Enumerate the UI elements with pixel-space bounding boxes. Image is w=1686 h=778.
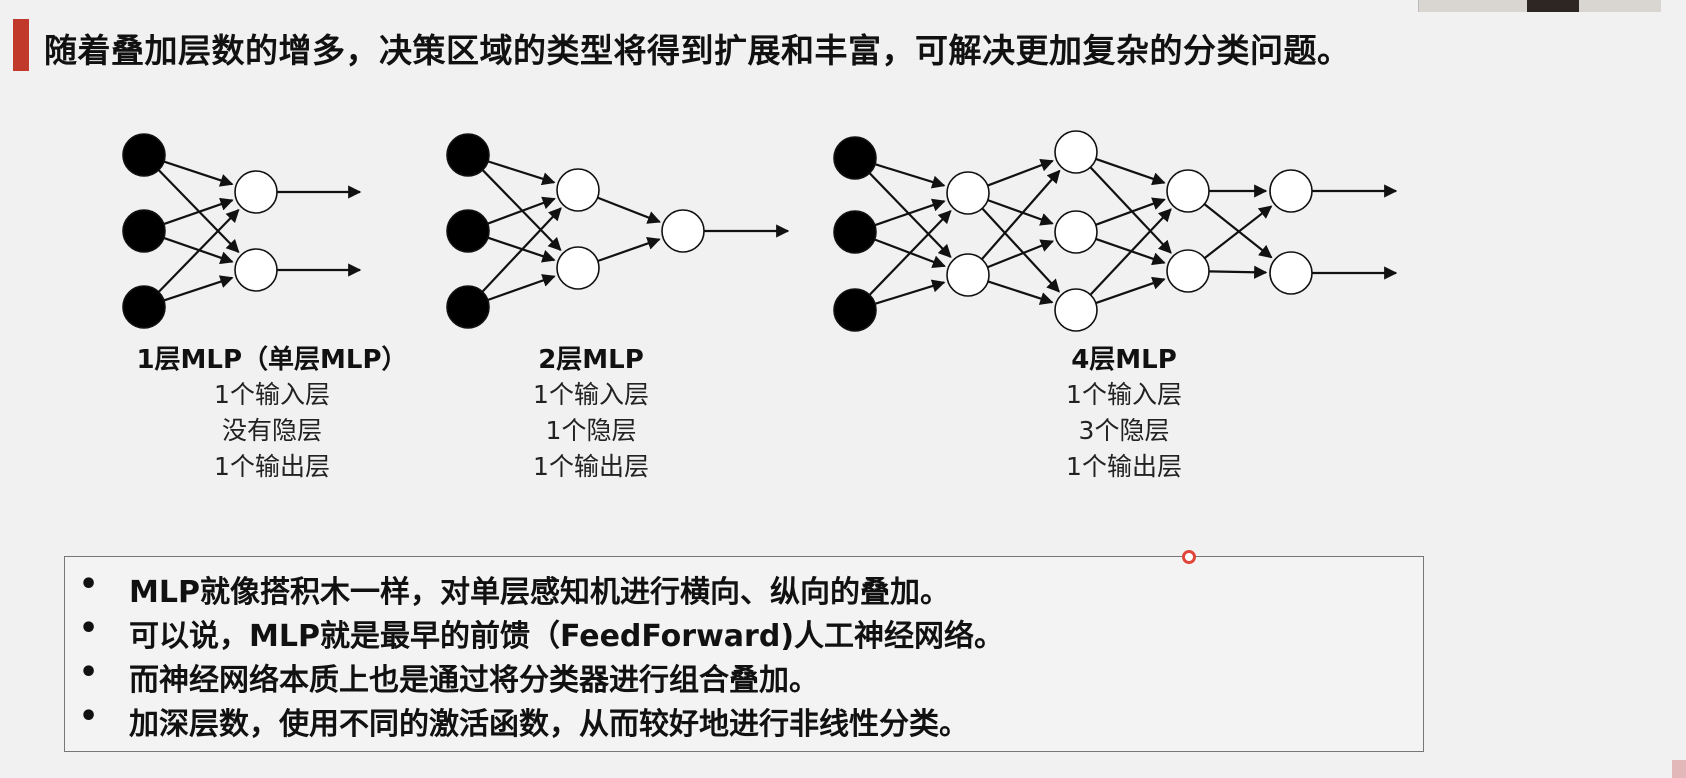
input-node — [833, 210, 877, 254]
hidden-node — [1054, 288, 1098, 332]
connection-arrow — [597, 196, 661, 224]
laser-pointer-icon — [1182, 550, 1196, 564]
input-node — [833, 136, 877, 180]
connection-arrow — [487, 196, 556, 225]
input-node — [122, 209, 166, 253]
presenter-hair — [1527, 0, 1579, 12]
connection-arrow — [1095, 157, 1166, 186]
connection-arrow — [1203, 205, 1273, 259]
hidden-node — [1166, 249, 1210, 293]
slide-title: 随着叠加层数的增多，决策区域的类型将得到扩展和丰富，可解决更加复杂的分类问题。 — [44, 31, 1351, 70]
connection-arrow — [1089, 208, 1172, 296]
connection-arrow — [987, 158, 1054, 187]
caption-line: 1个隐层 — [545, 416, 637, 445]
caption-title: 4层MLP — [1071, 345, 1177, 375]
connection-arrow — [987, 280, 1054, 305]
caption-line: 1个输入层 — [1066, 380, 1182, 409]
caption-title: 2层MLP — [538, 345, 644, 375]
connection-arrow — [597, 237, 661, 263]
connection-arrow — [487, 236, 556, 263]
input-node — [446, 285, 490, 329]
caption-line: 没有隐层 — [221, 416, 322, 445]
hidden-node — [1054, 210, 1098, 254]
output-node — [234, 170, 278, 214]
connection-arrow — [163, 160, 234, 187]
presenter-webcam-thumbnail — [1418, 0, 1661, 12]
hidden-node — [556, 168, 600, 212]
bullet-icon: • — [79, 699, 99, 734]
input-node — [122, 133, 166, 177]
caption-line: 1个输入层 — [214, 380, 330, 409]
output-node — [234, 248, 278, 292]
bullet-icon: • — [79, 655, 99, 690]
connection-arrow — [163, 275, 234, 302]
hidden-node — [946, 253, 990, 297]
connection-arrow — [157, 208, 240, 293]
connection-arrow — [987, 239, 1054, 269]
connection-arrow — [1095, 276, 1166, 305]
output-node — [661, 209, 705, 253]
connection-arrow — [981, 207, 1060, 293]
bullet-icon: • — [79, 567, 99, 602]
connection-arrow — [987, 199, 1054, 226]
bullet-icon: • — [79, 611, 99, 646]
connection-arrow — [1208, 265, 1268, 279]
connection-arrow — [868, 172, 952, 258]
note-item: • 可以说，MLP就是最早的前馈（FeedForward)人工神经网络。 — [65, 611, 1423, 655]
caption-2-layer-mlp: 2层MLP 1个输入层 1个隐层 1个输出层 — [533, 343, 649, 485]
caption-1-layer-mlp: 1层MLP（单层MLP） 1个输入层 没有隐层 1个输出层 — [136, 343, 407, 485]
connection-arrow — [981, 169, 1061, 260]
title-accent-bar — [13, 19, 29, 71]
note-item: • MLP就像搭积木一样，对单层感知机进行横向、纵向的叠加。 — [65, 567, 1423, 611]
note-text: MLP就像搭积木一样，对单层感知机进行横向、纵向的叠加。 — [129, 575, 950, 610]
connection-arrow — [874, 163, 946, 189]
hidden-node — [1166, 169, 1210, 213]
connection-arrow — [163, 236, 234, 265]
input-node — [446, 209, 490, 253]
input-node — [833, 288, 877, 332]
caption-title: 1层MLP（单层MLP） — [136, 345, 408, 375]
note-item: • 加深层数，使用不同的激活函数，从而较好地进行非线性分类。 — [65, 699, 1423, 743]
connection-arrow — [874, 279, 946, 305]
connection-arrow — [487, 160, 556, 186]
caption-line: 1个输出层 — [214, 452, 330, 481]
connection-arrow — [1095, 237, 1166, 266]
output-node — [1269, 169, 1313, 213]
hidden-node — [556, 246, 600, 290]
connection-arrow — [1095, 197, 1166, 226]
corner-decoration — [1672, 760, 1686, 778]
caption-line: 1个输入层 — [533, 380, 649, 409]
note-text: 可以说，MLP就是最早的前馈（FeedForward)人工神经网络。 — [129, 619, 1005, 654]
connection-arrow — [481, 207, 562, 293]
summary-notes-box: • MLP就像搭积木一样，对单层感知机进行横向、纵向的叠加。 • 可以说，MLP就是… — [64, 556, 1424, 752]
input-node — [446, 133, 490, 177]
connection-arrow — [1203, 203, 1273, 259]
mlp-network-diagrams — [122, 130, 1398, 332]
connection-arrow — [487, 274, 556, 302]
note-text: 而神经网络本质上也是通过将分类器进行组合叠加。 — [129, 663, 819, 698]
hidden-node — [1054, 130, 1098, 174]
caption-4-layer-mlp: 4层MLP 1个输入层 3个隐层 1个输出层 — [1066, 343, 1182, 485]
output-node — [1269, 251, 1313, 295]
connection-arrow — [163, 197, 234, 226]
connection-arrow — [1089, 166, 1172, 254]
connection-arrow — [868, 210, 952, 296]
connection-arrow — [874, 198, 946, 227]
caption-line: 1个输出层 — [533, 452, 649, 481]
input-node — [122, 285, 166, 329]
caption-line: 1个输出层 — [1066, 452, 1182, 481]
note-item: • 而神经网络本质上也是通过将分类器进行组合叠加。 — [65, 655, 1423, 699]
hidden-node — [946, 171, 990, 215]
note-text: 加深层数，使用不同的激活函数，从而较好地进行非线性分类。 — [129, 707, 969, 742]
caption-line: 3个隐层 — [1078, 416, 1170, 445]
